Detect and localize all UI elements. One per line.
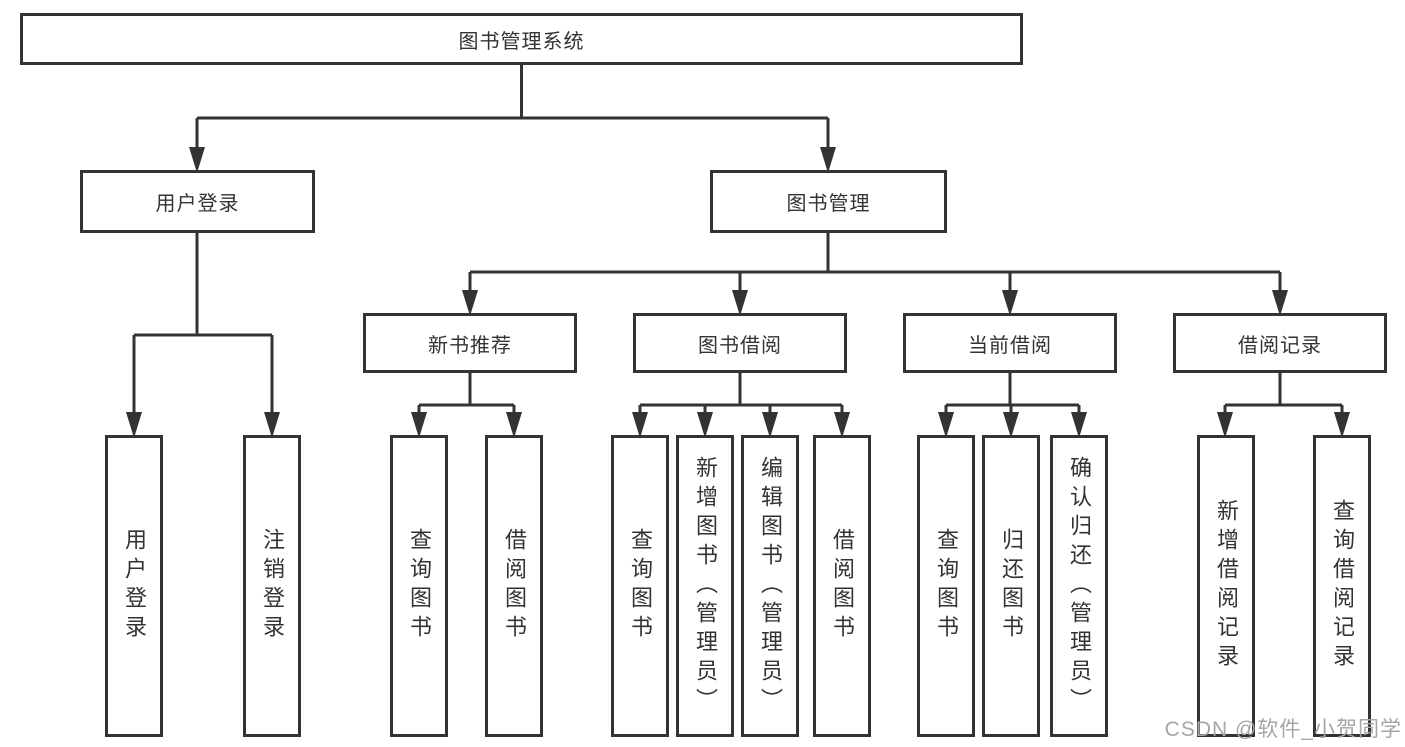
csdn-watermark: CSDN @软件_小贺同学 <box>1164 718 1402 741</box>
node-book-management-branch: 图书管理 <box>710 170 947 233</box>
leaf-add-borrow-record: 新增借阅记录 <box>1197 435 1255 737</box>
leaf-borrow-books-recommend: 借阅图书 <box>485 435 543 737</box>
leaf-borrow-book: 借阅图书 <box>813 435 871 737</box>
leaf-add-book-admin: 新增图书（管理员） <box>676 435 734 737</box>
leaf-edit-book-admin: 编辑图书（管理员） <box>741 435 799 737</box>
leaf-confirm-return-admin: 确认归还（管理员） <box>1050 435 1108 737</box>
leaf-logout: 注销登录 <box>243 435 301 737</box>
node-book-borrow: 图书借阅 <box>633 313 847 373</box>
leaf-query-books-recommend: 查询图书 <box>390 435 448 737</box>
node-root-library-system: 图书管理系统 <box>20 13 1023 65</box>
node-current-borrow: 当前借阅 <box>903 313 1117 373</box>
node-user-login-branch: 用户登录 <box>80 170 315 233</box>
leaf-user-login: 用户登录 <box>105 435 163 737</box>
arrowhead-icons <box>126 147 1350 438</box>
leaf-query-borrow-record: 查询借阅记录 <box>1313 435 1371 737</box>
leaf-return-book: 归还图书 <box>982 435 1040 737</box>
leaf-query-books-current: 查询图书 <box>917 435 975 737</box>
node-borrow-records: 借阅记录 <box>1173 313 1387 373</box>
leaf-query-books-borrow: 查询图书 <box>611 435 669 737</box>
node-new-book-recommend: 新书推荐 <box>363 313 577 373</box>
